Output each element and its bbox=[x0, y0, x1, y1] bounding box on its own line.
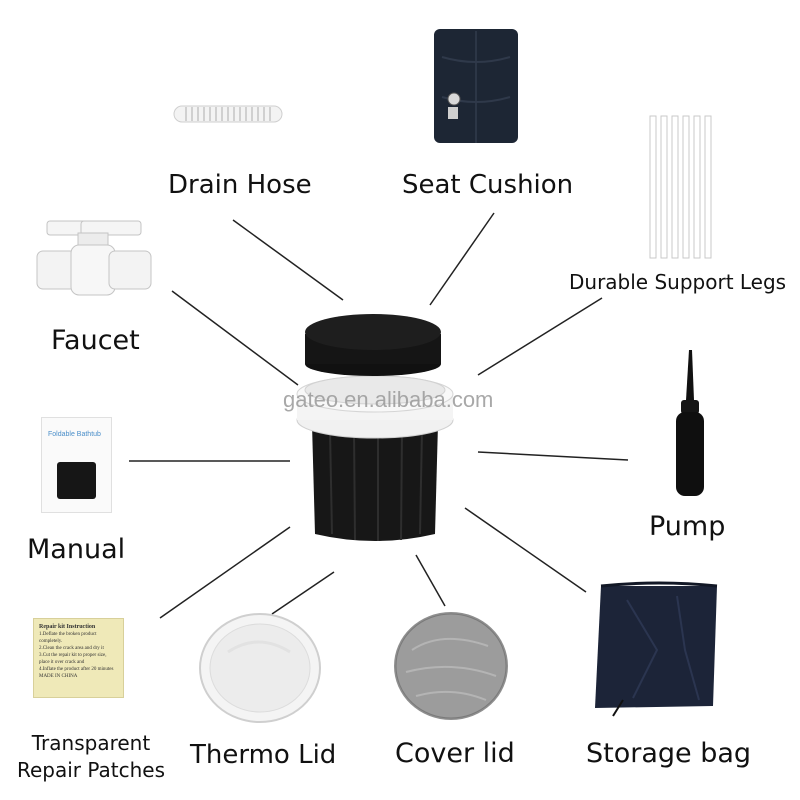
label-support-legs: Durable Support Legs bbox=[569, 270, 787, 294]
label-repair-patches: Transparent Repair Patches bbox=[11, 730, 171, 784]
line-repair-patches bbox=[159, 526, 291, 619]
line-thermo-lid bbox=[271, 571, 335, 615]
label-drain-hose: Drain Hose bbox=[168, 170, 312, 200]
label-manual: Manual bbox=[27, 534, 126, 565]
repair-card-line: 2.Clean the crack area and dry it bbox=[39, 646, 104, 651]
label-seat-cushion: Seat Cushion bbox=[402, 170, 574, 200]
line-seat-cushion bbox=[429, 212, 495, 306]
line-drain-hose bbox=[232, 219, 344, 301]
seat-cushion-image bbox=[434, 29, 518, 143]
label-thermo-lid: Thermo Lid bbox=[190, 740, 337, 770]
repair-card-line: 1.Deflate the broken product completely. bbox=[39, 632, 97, 644]
manual-cover-photo bbox=[57, 462, 96, 499]
repair-patches-image: Repair kit Instruction 1.Deflate the bro… bbox=[33, 618, 124, 698]
cover-lid-image bbox=[394, 612, 508, 720]
storage-bag-image bbox=[595, 581, 718, 717]
manual-image: Foldable Bathtub bbox=[41, 417, 112, 513]
repair-card-line: 3.Cut the repair kit to proper size, pla… bbox=[39, 653, 107, 665]
pump-image bbox=[676, 350, 704, 496]
ice-bath-tub-image bbox=[296, 314, 454, 541]
faucet-image bbox=[36, 220, 152, 296]
line-cover-lid bbox=[415, 554, 446, 607]
line-faucet bbox=[171, 290, 299, 386]
label-cover-lid: Cover lid bbox=[395, 738, 515, 769]
label-storage-bag: Storage bag bbox=[586, 738, 752, 769]
watermark-text: gateo.en.alibaba.com bbox=[283, 387, 494, 412]
label-pump: Pump bbox=[649, 511, 726, 542]
thermo-lid-image bbox=[199, 613, 321, 723]
repair-card-title: Repair kit Instruction bbox=[39, 624, 96, 630]
manual-cover-title: Foldable Bathtub bbox=[48, 431, 101, 438]
label-repair-patches-line2: Repair Patches bbox=[16, 758, 166, 782]
repair-card-line: MADE IN CHINA bbox=[39, 674, 78, 679]
line-storage-bag bbox=[464, 507, 587, 593]
line-support-legs bbox=[477, 297, 603, 376]
repair-card-line: 4.Inflate the product after 20 minutes bbox=[39, 667, 114, 672]
support-legs-image bbox=[649, 115, 712, 259]
drain-hose-image bbox=[173, 105, 283, 123]
label-repair-patches-line1: Transparent bbox=[31, 731, 151, 755]
line-pump bbox=[477, 451, 629, 461]
label-faucet: Faucet bbox=[51, 325, 140, 356]
